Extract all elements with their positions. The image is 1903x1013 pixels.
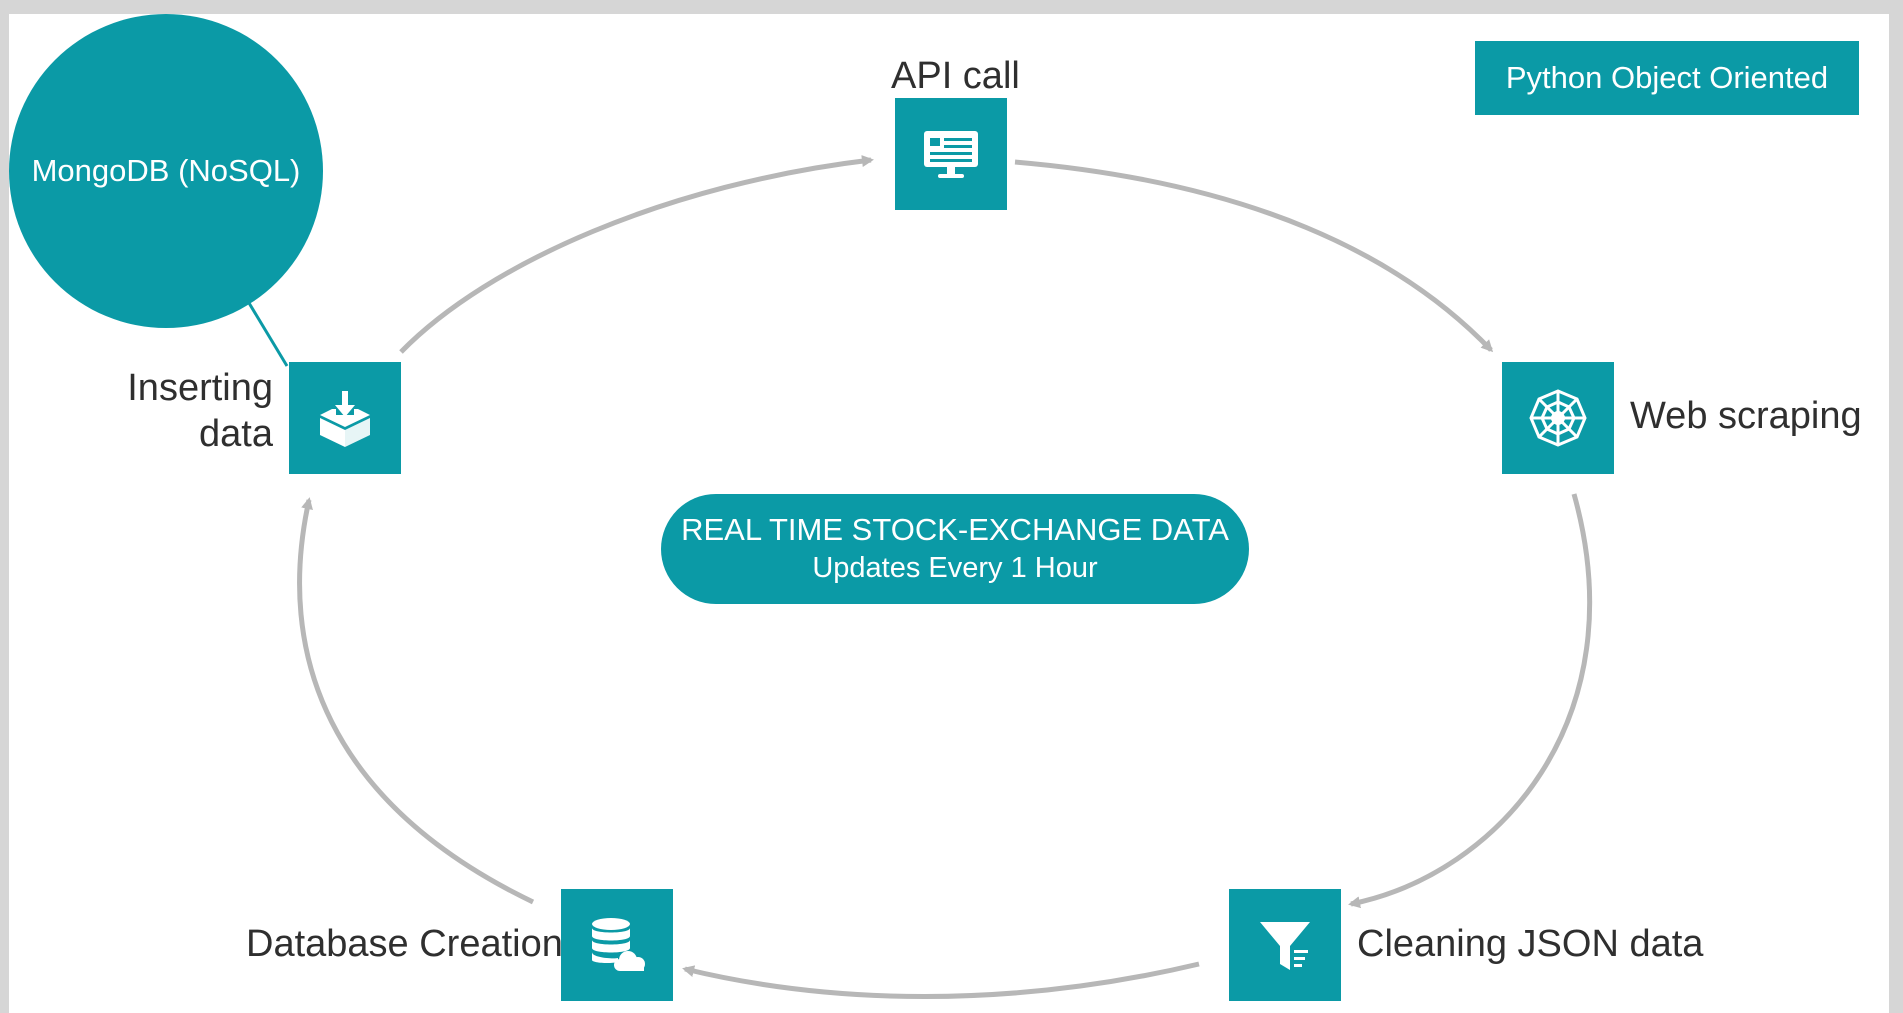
web-scraping-label: Web scraping [1630, 395, 1862, 437]
cleaning-json-label: Cleaning JSON data [1357, 923, 1704, 965]
cleaning-json-node [1229, 889, 1341, 1001]
arrow-cleaning-to-database [682, 961, 1200, 999]
api-call-label: API call [891, 55, 1020, 97]
cycle-arrows [244, 155, 1593, 999]
api-call-node [895, 98, 1007, 210]
center-subtitle: Updates Every 1 Hour [812, 552, 1098, 585]
center-title: REAL TIME STOCK-EXCHANGE DATA [681, 512, 1229, 547]
database-creation-label: Database Creation [246, 923, 563, 965]
diagram-canvas: MongoDB (NoSQL) Python Object Oriented R… [9, 14, 1889, 1013]
arrow-api-to-scraping [1014, 159, 1494, 353]
arrow-database-to-insert [297, 497, 535, 905]
funnel-icon [1260, 922, 1310, 970]
database-cloud-icon [592, 918, 645, 971]
web-scraping-node [1502, 362, 1614, 474]
center-title-pill: REAL TIME STOCK-EXCHANGE DATA Updates Ev… [661, 494, 1249, 604]
database-creation-node [561, 889, 673, 1001]
inserting-data-node [289, 362, 401, 474]
mongodb-label: MongoDB (NoSQL) [31, 153, 301, 188]
monitor-icon [924, 131, 978, 178]
mongo-link-line [244, 297, 289, 367]
spider-web-icon [1529, 389, 1587, 447]
python-badge: Python Object Oriented [1475, 41, 1859, 115]
mongodb-circle: MongoDB (NoSQL) [9, 14, 323, 328]
inserting-data-label-line2: data [199, 412, 273, 455]
arrow-scraping-to-cleaning [1348, 493, 1593, 909]
python-badge-label: Python Object Oriented [1505, 60, 1829, 95]
arrow-insert-to-api [399, 155, 874, 354]
inserting-data-label: Inserting data [121, 366, 273, 457]
inserting-data-label-line1: Inserting [127, 367, 273, 409]
download-box-icon [320, 391, 370, 447]
